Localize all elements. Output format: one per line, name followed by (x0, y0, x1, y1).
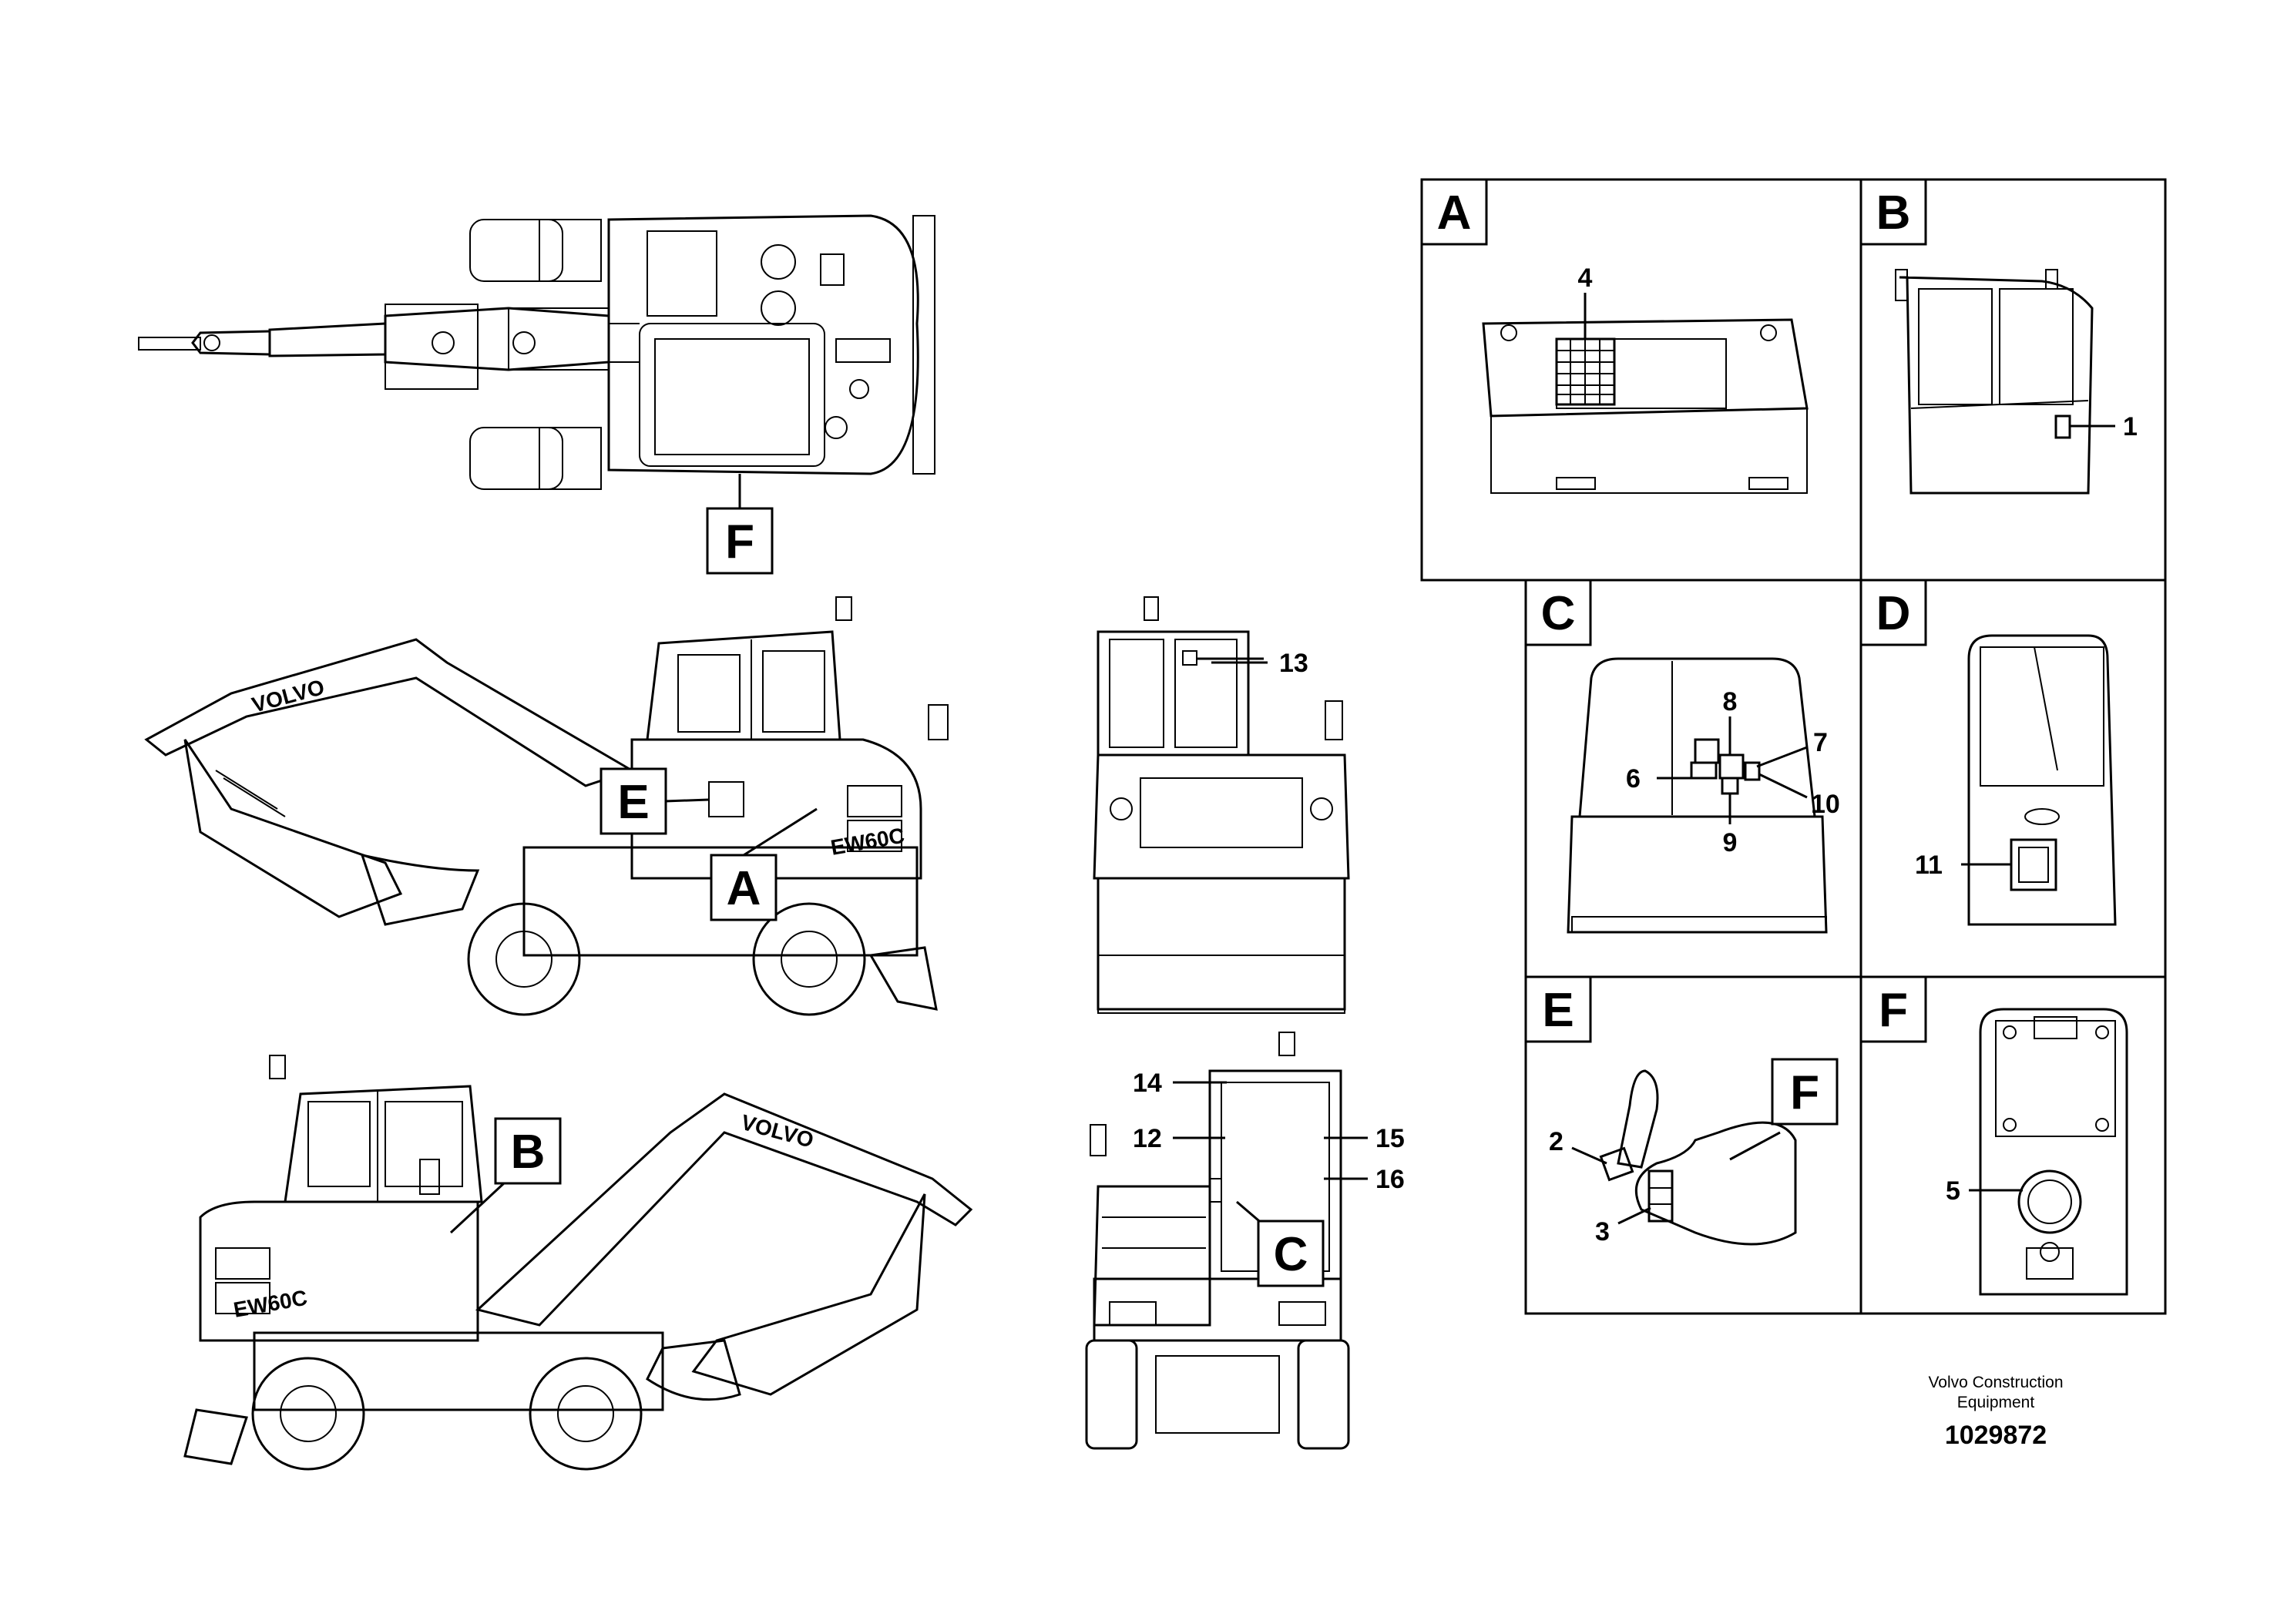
company-name-line2: Equipment (1956, 1394, 2035, 1411)
callout-1: 1 (2123, 412, 2138, 441)
callout-4: 4 (1578, 263, 1593, 293)
panel-tag-A: A (1420, 178, 1488, 246)
panel-D-drawing (1967, 634, 2117, 926)
view-marker-B-side: B (494, 1117, 562, 1185)
svg-text:10: 10 (1811, 790, 1840, 819)
svg-text:1: 1 (2123, 412, 2138, 441)
view-marker-A-side: A (710, 854, 778, 921)
panel-tag-B: B (1859, 178, 1927, 246)
rear-view-machine (1085, 1032, 1350, 1450)
callout-12: 12 (1133, 1124, 1225, 1153)
svg-text:EW60C: EW60C (829, 824, 906, 860)
panel-E-F-marker: F (1771, 1058, 1839, 1126)
svg-text:5: 5 (1946, 1176, 1960, 1206)
svg-text:EW60C: EW60C (232, 1286, 309, 1322)
svg-text:A: A (1437, 186, 1472, 240)
svg-text:C: C (1541, 587, 1576, 640)
footer-block: Volvo Construction Equipment 1029872 (1865, 1373, 2127, 1451)
svg-text:F: F (1790, 1066, 1819, 1119)
panel-tag-D: D (1859, 579, 1927, 646)
callout-3: 3 (1595, 1206, 1651, 1247)
svg-text:8: 8 (1723, 687, 1738, 716)
svg-text:C: C (1274, 1228, 1308, 1281)
callout-10: 10 (1758, 773, 1840, 819)
callout-2: 2 (1549, 1127, 1607, 1165)
svg-text:16: 16 (1375, 1165, 1405, 1194)
panel-tag-C: C (1524, 579, 1592, 646)
top-view-machine (138, 214, 935, 508)
svg-text:15: 15 (1375, 1124, 1405, 1153)
svg-text:VOLVO: VOLVO (250, 675, 327, 717)
company-name-line1: Volvo Construction (1928, 1374, 2064, 1391)
svg-text:F: F (725, 515, 754, 569)
svg-text:11: 11 (1915, 851, 1943, 880)
callout-13: 13 (1211, 649, 1308, 678)
panel-tag-E: E (1524, 975, 1592, 1043)
detail-panels (1420, 178, 2167, 1315)
view-marker-F-top: F (706, 507, 774, 575)
side-view-left-machine: VOLVO EW60C (183, 1055, 973, 1471)
callout-15: 15 (1324, 1124, 1405, 1153)
view-marker-C-rear: C (1257, 1220, 1325, 1287)
svg-text:13: 13 (1279, 649, 1308, 678)
svg-text:E: E (1542, 984, 1574, 1037)
panel-F-drawing (1979, 1008, 2128, 1296)
svg-text:E: E (617, 776, 649, 829)
panel-B-drawing (1895, 269, 2115, 495)
svg-text:7: 7 (1813, 728, 1828, 757)
svg-text:B: B (1876, 186, 1911, 240)
svg-text:D: D (1876, 587, 1911, 640)
callout-11: 11 (1915, 851, 2011, 880)
callout-14: 14 (1133, 1069, 1227, 1098)
callout-9: 9 (1723, 794, 1738, 857)
part-number: 1029872 (1944, 1421, 2047, 1450)
panel-tag-F: F (1859, 975, 1927, 1043)
svg-text:3: 3 (1595, 1217, 1610, 1247)
svg-text:12: 12 (1133, 1124, 1162, 1153)
svg-text:2: 2 (1549, 1127, 1563, 1156)
svg-text:9: 9 (1723, 828, 1738, 857)
callout-8: 8 (1723, 687, 1738, 755)
svg-text:A: A (727, 862, 761, 915)
front-view-machine (1093, 596, 1350, 1014)
svg-text:B: B (511, 1126, 546, 1179)
svg-text:4: 4 (1578, 263, 1593, 293)
callout-6: 6 (1626, 764, 1691, 794)
panel-A-drawing (1482, 293, 1809, 494)
panel-E-drawing (1599, 1069, 1797, 1246)
panel-C-drawing (1567, 657, 1828, 934)
callout-16: 16 (1324, 1165, 1405, 1194)
side-view-right-machine: VOLVO EW60C (144, 596, 949, 1016)
view-marker-E-side: E (600, 767, 667, 835)
callout-5: 5 (1946, 1176, 2023, 1206)
svg-text:6: 6 (1626, 764, 1641, 794)
callout-7: 7 (1756, 728, 1828, 768)
svg-text:F: F (1879, 984, 1908, 1037)
svg-text:14: 14 (1133, 1069, 1162, 1098)
